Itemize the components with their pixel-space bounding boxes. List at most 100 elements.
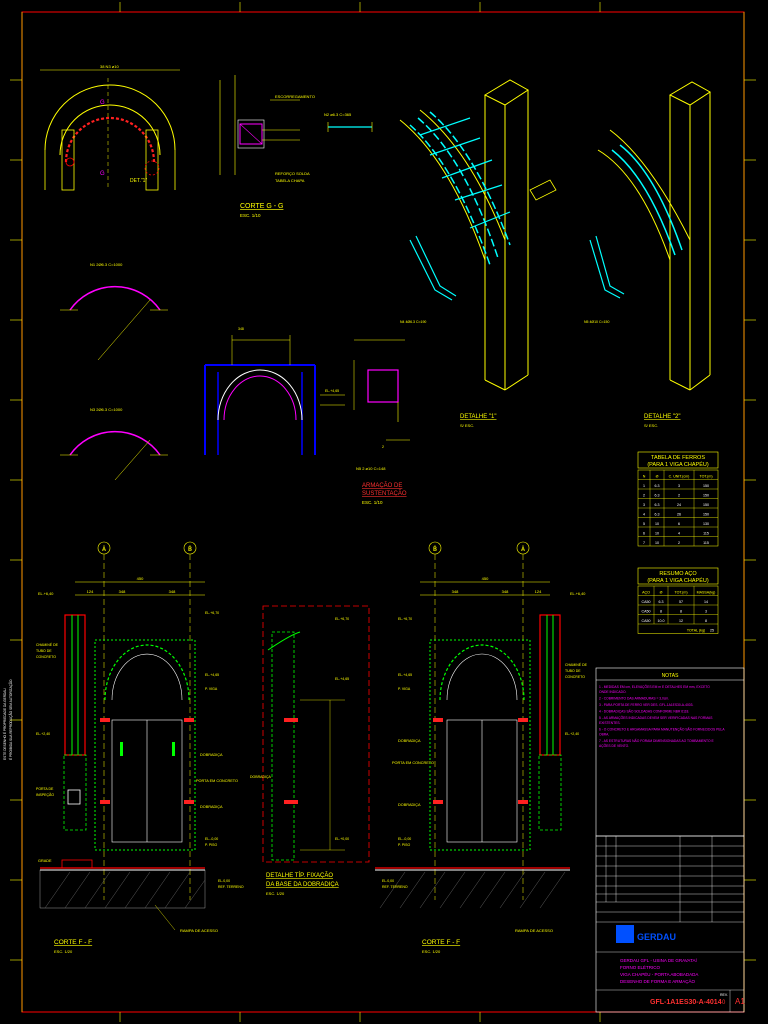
table-total-label: TOTAL (kg) xyxy=(687,628,705,632)
resumo-aco-title-2: (PARA 1 VIGA CHAPÉU) xyxy=(647,577,709,584)
svg-text:CONCRETO: CONCRETO xyxy=(36,655,56,659)
svg-text:ESCORREGAMENTO: ESCORREGAMENTO xyxy=(275,94,315,99)
nota-line: 4 - DOBRADIÇAS SÃO SOLDADAS CONFORME NBR… xyxy=(599,709,689,714)
svg-text:CHAMINÉ DE: CHAMINÉ DE xyxy=(565,662,588,667)
svg-text:REF. TERRENO: REF. TERRENO xyxy=(382,885,408,889)
svg-text:EL.0,00: EL.0,00 xyxy=(382,879,394,883)
table-cell: 2 xyxy=(643,493,645,497)
table-header-cell: TOT.(m) xyxy=(674,590,687,594)
table-cell: 24 xyxy=(677,503,681,507)
table-cell: 6.3 xyxy=(655,484,660,488)
axis-b-left: B xyxy=(188,547,192,553)
table-cell: 3 xyxy=(643,503,645,507)
svg-text:É PROIBIDA SUA REPRODUÇÃO SEM: É PROIBIDA SUA REPRODUÇÃO SEM AUTORIZAÇÃ… xyxy=(8,679,13,760)
svg-text:348: 348 xyxy=(238,327,244,331)
nota-line: EXISTENTES. xyxy=(599,721,621,725)
dobradica-label-left-1: DOBRADIÇA xyxy=(200,753,223,757)
table-cell: 26 xyxy=(677,512,681,516)
table-cell: 2 xyxy=(678,541,680,545)
nivel-label-left: EL.-0,00 xyxy=(205,837,218,841)
table-cell: 150 xyxy=(703,503,709,507)
dim-450-right: 450 xyxy=(482,576,489,581)
table-header-cell: TOT.(m) xyxy=(699,474,712,478)
detalhe-2-iso: N5 4Ø10 C=150 DETALHE "2" S/ ESC. xyxy=(584,81,711,428)
nota-line: 7 - AS ESTRUTURAS NÃO FORAM DIMENSIONADA… xyxy=(599,738,714,743)
table-cell: CA50 xyxy=(642,600,651,604)
svg-text:EL.+2,40: EL.+2,40 xyxy=(36,732,50,736)
nota-line: 2 - COBRIMENTO DAS ARMADURAS = 3,0cm. xyxy=(599,697,669,701)
svg-text:EL.+6,70: EL.+6,70 xyxy=(335,617,349,621)
table-cell: 8 xyxy=(660,609,662,613)
fixacao-title-1: DETALHE TÍP. FIXAÇÃO xyxy=(266,872,333,879)
svg-text:EL.0,00: EL.0,00 xyxy=(218,879,230,883)
viga-label-right: P. VIGA xyxy=(398,687,411,691)
table-cell: 4 xyxy=(678,531,680,535)
table-cell: 6.3 xyxy=(659,600,664,604)
dim-348-left-a: 348 xyxy=(119,589,126,594)
project-line-2: FORNO ELÉTRICO xyxy=(620,964,661,970)
svg-text:38 N3 ø10: 38 N3 ø10 xyxy=(100,64,119,69)
svg-text:EL.+2,40: EL.+2,40 xyxy=(565,732,579,736)
revision-number: 0 xyxy=(722,1000,726,1006)
svg-text:EL.+6,70: EL.+6,70 xyxy=(205,611,219,615)
sheet-size: A1 xyxy=(735,997,745,1006)
table-header-cell: Ø xyxy=(660,590,663,594)
fixacao-scale: ESC. 1/20 xyxy=(266,891,285,896)
table-cell: 7 xyxy=(643,541,645,545)
svg-text:EL.+4,65: EL.+4,65 xyxy=(335,677,349,681)
table-header-cell: C. UNIT.(cm) xyxy=(669,474,690,478)
table-cell: 4 xyxy=(643,512,645,516)
porta-label-left: PORTA EM CONCRETO xyxy=(196,779,238,783)
svg-text:N2 ø6.3 C=365: N2 ø6.3 C=365 xyxy=(324,112,352,117)
dim-450-left: 450 xyxy=(137,576,144,581)
axis-a-right: A xyxy=(521,547,525,553)
tabela-ferros-title-1: TABELA DE FERROS xyxy=(651,455,705,461)
svg-text:PORTA DE: PORTA DE xyxy=(36,787,54,791)
armacao-title-2: SUSTENTAÇÃO xyxy=(362,490,407,497)
table-cell: 6 xyxy=(643,531,645,535)
table-cell: 10 xyxy=(655,531,659,535)
svg-text:TABELA CHAPA: TABELA CHAPA xyxy=(275,178,305,183)
svg-text:CONCRETO: CONCRETO xyxy=(565,675,585,679)
revision-label: REV. xyxy=(720,993,728,997)
svg-text:DET."1": DET."1" xyxy=(130,178,147,184)
table-cell: 12 xyxy=(679,619,683,623)
porta-label-right: PORTA EM CONCRETO xyxy=(392,761,434,765)
svg-text:REF. TERRENO: REF. TERRENO xyxy=(218,885,244,889)
viga-label-left: P. VIGA xyxy=(205,687,218,691)
table-cell: 3 xyxy=(678,484,680,488)
corte-f-left-scale: ESC. 1/20 xyxy=(54,949,73,954)
table-cell: 6.3 xyxy=(655,503,660,507)
nivel-label-right: EL.-0,00 xyxy=(398,837,411,841)
piso-label-right: P. PISO xyxy=(398,843,410,847)
nota-line: 1 - MEDIDAS EM cm, ELEVAÇÕES EM m E DETA… xyxy=(599,684,710,689)
svg-text:EL.+6,40: EL.+6,40 xyxy=(38,592,53,596)
svg-text:2: 2 xyxy=(382,445,384,449)
bar-shape-n1: N1 2Ø6.3 C=1000 xyxy=(60,262,168,361)
table-cell: 14 xyxy=(704,600,708,604)
nota-line: 5 - AS ARMAÇÕES INDICADAS DEVEM SER VERI… xyxy=(599,715,713,720)
table-cell: 10 xyxy=(655,541,659,545)
table-cell: 150 xyxy=(703,484,709,488)
dobradica-label-left-2: DOBRADIÇA xyxy=(200,805,223,809)
armacao-title-1: ARMAÇÃO DE xyxy=(362,482,402,489)
corte-g-g: ESCORREGAMENTO REFORÇO SOLDA TABELA CHAP… xyxy=(219,75,315,218)
table-cell: 6.3 xyxy=(655,512,660,516)
table-cell: CA50 xyxy=(642,619,651,623)
svg-text:G: G xyxy=(100,171,105,177)
svg-text:ESTE DESENHO É PROPRIEDADE DA: ESTE DESENHO É PROPRIEDADE DA GERDAU xyxy=(2,688,7,760)
bar-n2-detail: N2 ø6.3 C=365 xyxy=(324,112,373,132)
dim-124-right: 124 xyxy=(535,589,542,594)
corte-f-right-title: CORTE F - F xyxy=(422,939,460,946)
table-cell: 8 xyxy=(680,609,682,613)
detalhe-1-title: DETALHE "1" xyxy=(460,414,497,420)
axis-a-left: A xyxy=(102,547,106,553)
svg-text:EL.+4,65: EL.+4,65 xyxy=(205,673,219,677)
bar-shape-n2: N3 2Ø6.3 C=1000 xyxy=(60,407,168,481)
drawing-number: GFL-1A1ES30-A-4014 xyxy=(650,999,722,1006)
table-header-cell: AÇO xyxy=(642,590,650,594)
